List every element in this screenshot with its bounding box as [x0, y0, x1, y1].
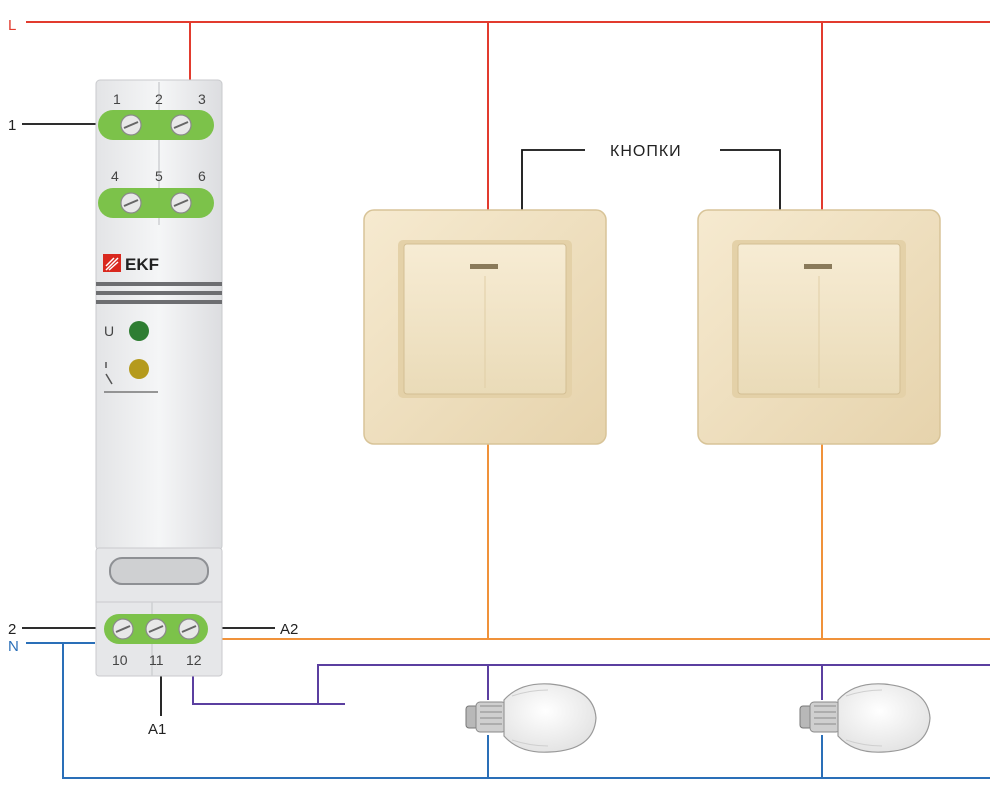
line-wires [26, 21, 990, 212]
terminal-4: 4 [111, 168, 119, 184]
lamp-feed-wires [192, 664, 990, 705]
power-indicator-led [129, 321, 149, 341]
din-clip-handle [109, 557, 209, 585]
ekf-logo: EKF [103, 254, 159, 274]
pointer-1-label: 1 [8, 117, 16, 134]
terminal-6: 6 [198, 168, 206, 184]
a1-label: A1 [148, 721, 166, 738]
impulse-relay: 1 2 3 4 5 6 EKF U [95, 79, 223, 677]
pointer-lines [22, 123, 781, 716]
line-label: L [8, 17, 16, 34]
terminal-2: 2 [155, 91, 163, 107]
push-button-1 [363, 209, 607, 445]
indicator-u-label: U [104, 323, 114, 339]
push-button-2 [697, 209, 941, 445]
contact-symbol-icon [105, 362, 113, 385]
buttons-label: КНОПКИ [610, 143, 682, 160]
contact-indicator-led [129, 359, 149, 379]
neutral-wires [26, 642, 990, 779]
switched-wires [218, 443, 990, 640]
terminal-3: 3 [198, 91, 206, 107]
a2-label: A2 [280, 621, 298, 638]
terminal-12: 12 [186, 652, 202, 668]
bulb-icon [503, 683, 597, 753]
terminal-10: 10 [112, 652, 128, 668]
terminal-11: 11 [149, 652, 164, 668]
brand-name: EKF [125, 255, 159, 274]
bulb-icon [837, 683, 931, 753]
button-indicator-icon [804, 264, 832, 269]
terminal-1: 1 [113, 91, 121, 107]
lamp-2 [799, 683, 931, 753]
pointer-2-label: 2 [8, 621, 16, 638]
button-indicator-icon [470, 264, 498, 269]
terminal-5: 5 [155, 168, 163, 184]
neutral-label: N [8, 638, 19, 655]
lamp-1 [465, 683, 597, 753]
